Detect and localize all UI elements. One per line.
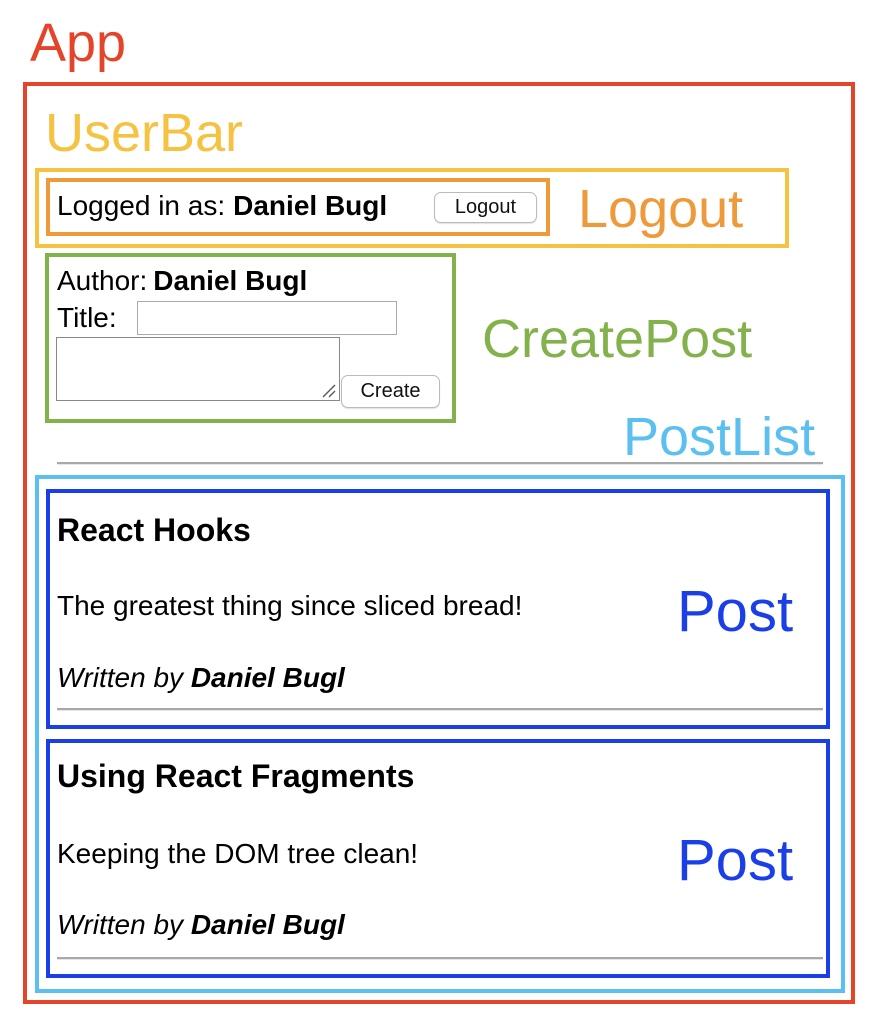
postlist-component-box	[35, 475, 845, 993]
author-row: Author:Daniel Bugl	[57, 265, 307, 297]
post-content: The greatest thing since sliced bread!	[57, 590, 523, 621]
content-textarea[interactable]	[56, 337, 340, 401]
title-label: Title:	[57, 302, 117, 333]
resize-grip-icon[interactable]	[320, 382, 336, 398]
logged-in-prefix: Logged in as:	[57, 190, 226, 221]
app-label: App	[30, 13, 127, 73]
author-name: Daniel Bugl	[153, 265, 308, 296]
userbar-label: UserBar	[45, 103, 244, 163]
written-by-text: Written by	[57, 662, 184, 693]
post-component-box-1	[46, 489, 830, 729]
logout-component-box	[46, 178, 550, 236]
app-component-box	[23, 82, 855, 1004]
logged-in-status: Logged in as: Daniel Bugl	[57, 190, 387, 222]
written-by-text: Written by	[57, 909, 184, 940]
createpost-label: CreatePost	[482, 309, 753, 369]
author-prefix: Author:	[57, 265, 148, 296]
post-label-1: Post	[677, 579, 794, 644]
post-content: Keeping the DOM tree clean!	[57, 838, 419, 869]
post-author-line: Written by Daniel Bugl	[57, 662, 345, 694]
post-component-box-2	[46, 739, 830, 978]
logout-label: Logout	[578, 179, 744, 239]
post-author-name: Daniel Bugl	[190, 909, 345, 940]
post-divider	[57, 708, 823, 711]
divider	[57, 462, 823, 465]
post-title: React Hooks	[57, 512, 251, 548]
postlist-label: PostList	[623, 407, 816, 467]
post-author-name: Daniel Bugl	[190, 662, 345, 693]
createpost-component-box	[45, 253, 456, 423]
logout-button[interactable]: Logout	[434, 192, 537, 223]
userbar-component-box	[35, 168, 789, 248]
post-title: Using React Fragments	[57, 758, 415, 794]
logged-in-username: Daniel Bugl	[233, 190, 388, 221]
post-divider	[57, 957, 823, 960]
post-author-line: Written by Daniel Bugl	[57, 909, 345, 941]
post-label-2: Post	[677, 828, 794, 893]
create-button[interactable]: Create	[341, 375, 440, 408]
title-input[interactable]	[137, 301, 397, 335]
